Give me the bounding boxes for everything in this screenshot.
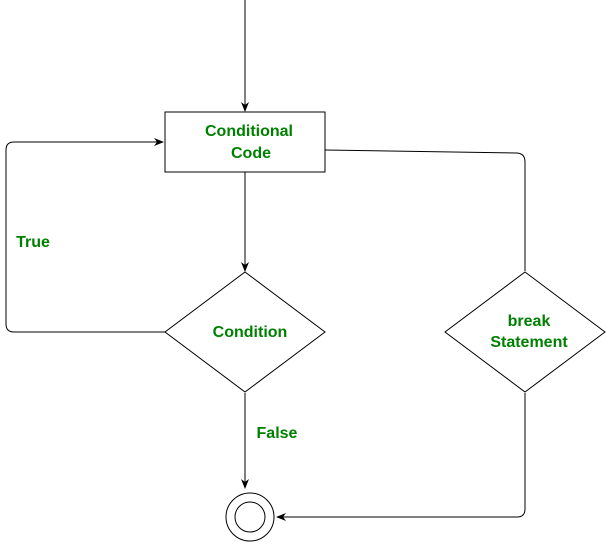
- true-loop-arrow: [5, 138, 165, 333]
- break-statement-diamond: [444, 271, 606, 393]
- false-label: False: [257, 425, 298, 442]
- break-to-end-arrow: [276, 393, 526, 521]
- true-label: True: [16, 234, 50, 251]
- code-to-break-line: [324, 149, 526, 271]
- break-statement-label-line1: break: [508, 313, 551, 330]
- break-statement-label-line2: Statement: [490, 334, 568, 351]
- end-node-inner-circle: [234, 501, 266, 533]
- condition-label: Condition: [213, 324, 288, 341]
- conditional-code-box: [164, 111, 326, 173]
- conditional-code-label-line1: Conditional: [205, 123, 293, 140]
- condition-diamond: [164, 271, 326, 393]
- conditional-code-label-line2: Code: [231, 145, 271, 162]
